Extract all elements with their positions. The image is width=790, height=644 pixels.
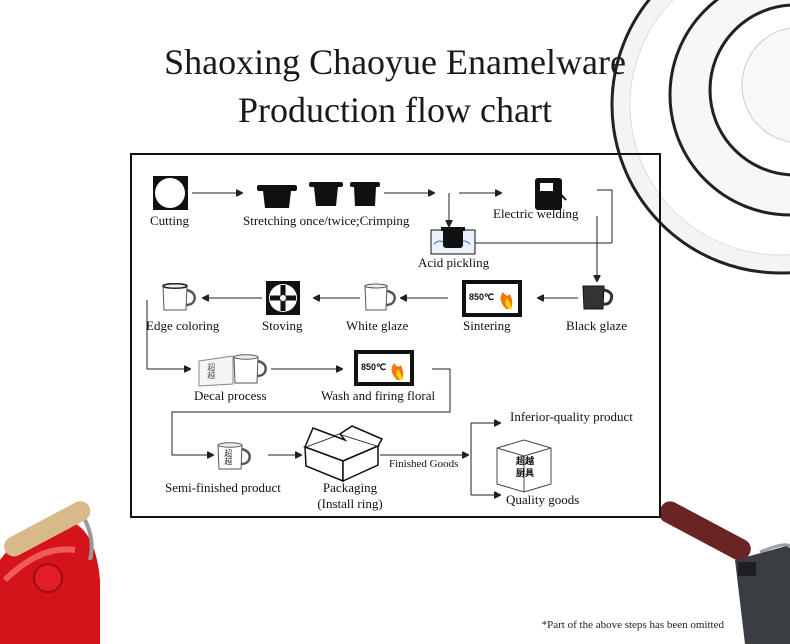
step-wash-firing-label: Wash and firing floral bbox=[321, 388, 436, 403]
step-edge-coloring-label: Edge coloring bbox=[146, 318, 220, 333]
decal-icon bbox=[198, 354, 267, 387]
step-decal-process-label: Decal process bbox=[194, 388, 267, 403]
flowchart-frame bbox=[130, 153, 661, 518]
acid-tank-icon bbox=[430, 227, 476, 255]
decal-sheet-text: 超越 bbox=[206, 363, 216, 379]
chart-title-line1: Shaoxing Chaoyue Enamelware bbox=[164, 42, 626, 82]
step-semi-finished-label: Semi-finished product bbox=[165, 480, 281, 495]
furnace-icon bbox=[462, 280, 522, 317]
footnote: *Part of the above steps has been omitte… bbox=[541, 619, 724, 631]
firing-temp-text: 850℃ bbox=[361, 362, 387, 372]
step-electric-welding-label: Electric welding bbox=[493, 206, 579, 221]
step-packaging-note: (Install ring) bbox=[317, 496, 383, 511]
enamel-plates-image bbox=[610, 0, 790, 275]
step-white-glaze-label: White glaze bbox=[346, 318, 409, 333]
step-sintering-label: Sintering bbox=[463, 318, 511, 333]
red-kettle-image bbox=[0, 501, 100, 644]
step-stoving-label: Stoving bbox=[262, 318, 303, 333]
black-mug-icon bbox=[582, 285, 614, 310]
welding-machine-icon bbox=[535, 178, 567, 210]
inferior-product-label: Inferior-quality product bbox=[510, 409, 633, 424]
step-cutting-label: Cutting bbox=[150, 213, 190, 228]
box-brand-line2: 厨具 bbox=[516, 469, 535, 479]
chart-title-line2: Production flow chart bbox=[238, 90, 552, 130]
stoving-fan-icon bbox=[266, 281, 300, 315]
step-stretching-label: Stretching once/twice;Crimping bbox=[243, 213, 410, 228]
mug-decal-text: 超越 bbox=[223, 449, 233, 465]
edge-mug-icon bbox=[162, 283, 196, 311]
step-acid-pickling-label: Acid pickling bbox=[418, 255, 490, 270]
sintering-temp-text: 850℃ bbox=[469, 292, 495, 302]
box-brand-line1: 超越 bbox=[516, 457, 535, 467]
firing-furnace-icon bbox=[354, 350, 414, 386]
white-mug-icon bbox=[364, 283, 396, 311]
step-packaging-label: Packaging bbox=[322, 480, 378, 495]
step-black-glaze-label: Black glaze bbox=[566, 318, 627, 333]
product-box-icon bbox=[496, 439, 552, 493]
flow-arrows bbox=[146, 189, 613, 495]
finished-goods-label: Finished Goods bbox=[389, 458, 459, 470]
packaging-box-icon bbox=[302, 425, 384, 483]
quality-goods-label: Quality goods bbox=[506, 492, 580, 507]
semi-finished-mug-icon bbox=[217, 442, 251, 470]
stretched-pot-icon bbox=[257, 182, 380, 208]
cutting-icon bbox=[153, 176, 188, 210]
